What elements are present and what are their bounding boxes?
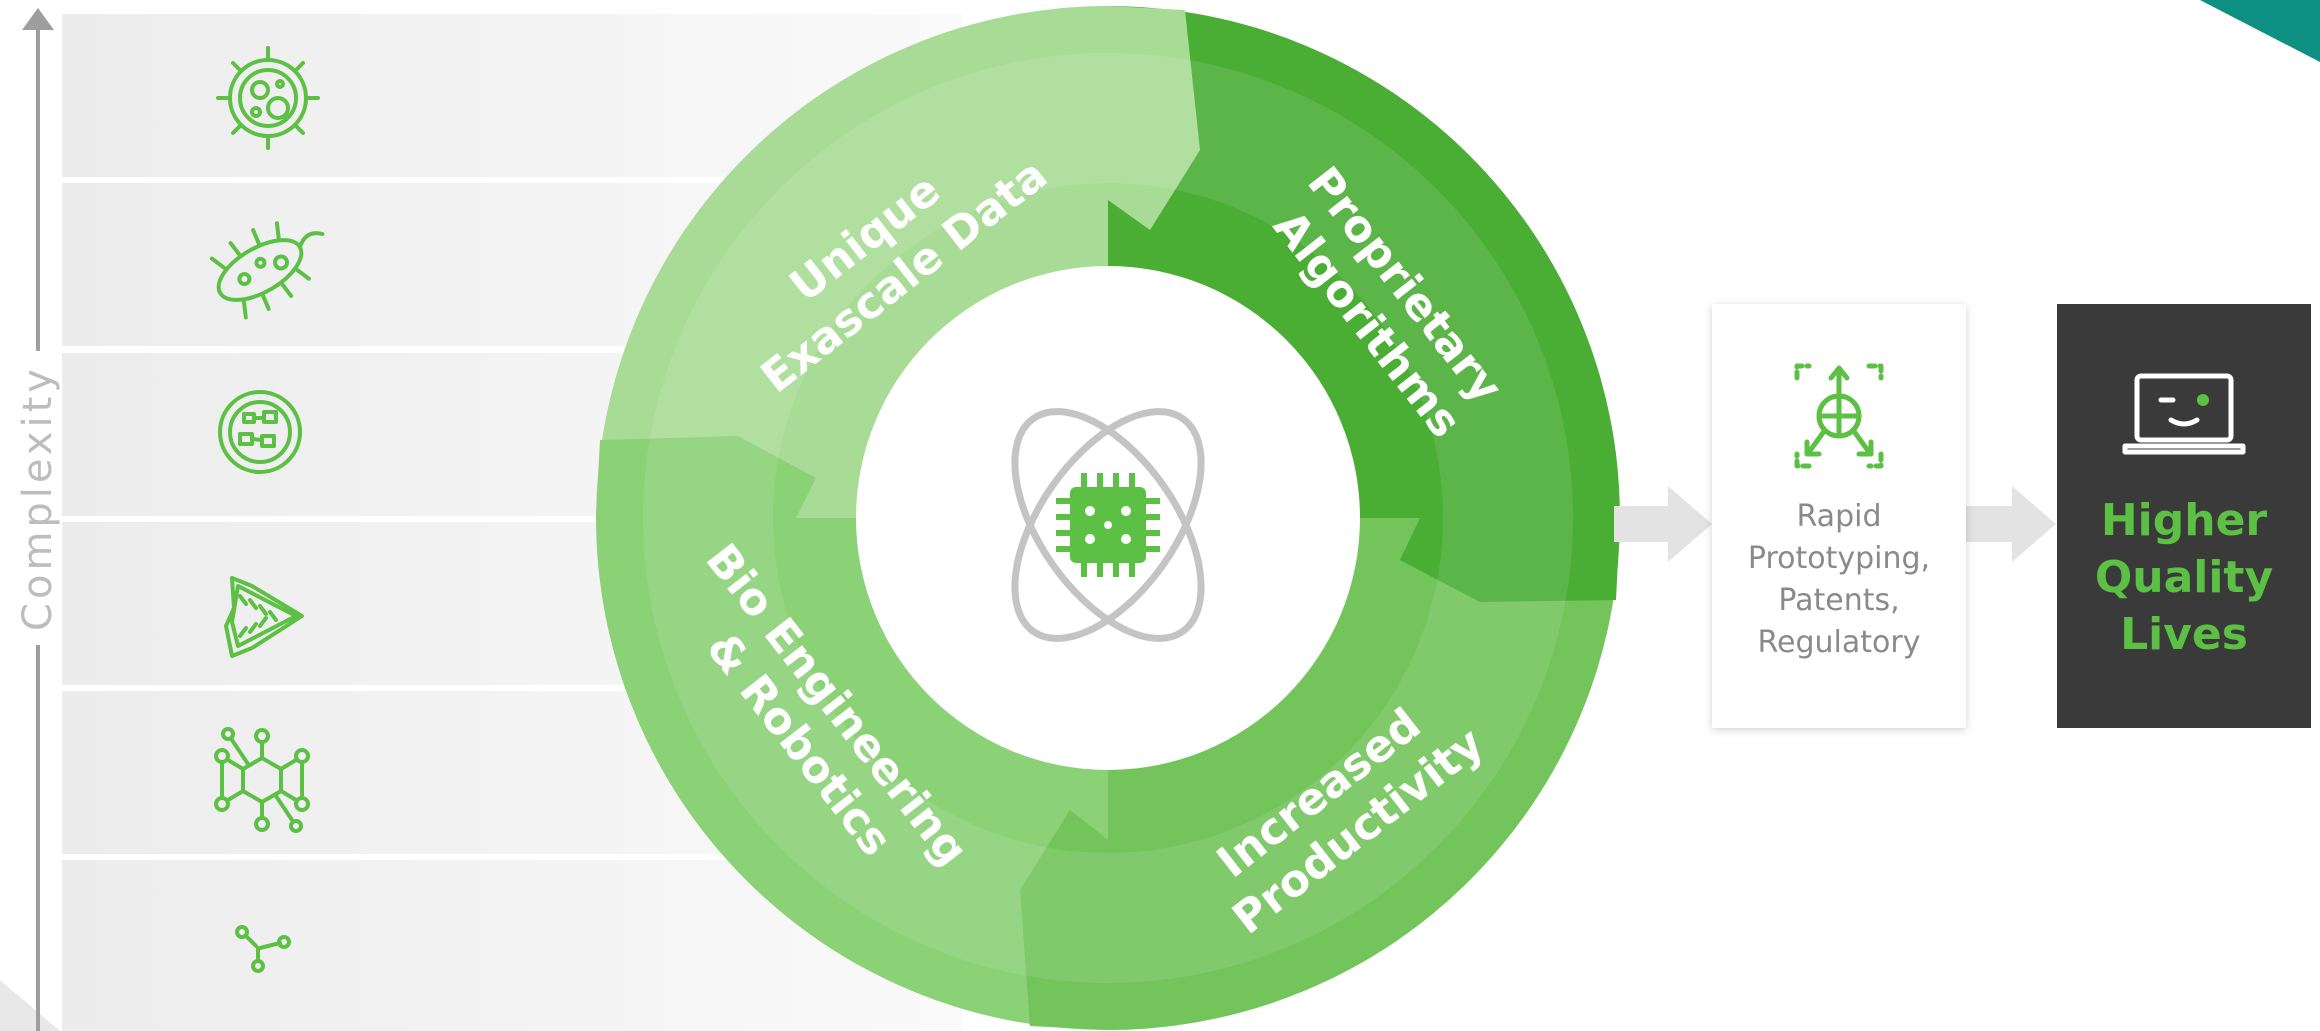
bacterium-icon (209, 221, 325, 320)
output-box-prototyping: Rapid Prototyping, Patents, Regulatory (1712, 304, 1966, 728)
atom-chip-icon (1011, 408, 1205, 642)
small-molecule-icon (235, 925, 291, 973)
protein-icon (224, 576, 304, 658)
laptop-face-icon (2122, 373, 2246, 455)
flow-arrow-to-outputs (1614, 486, 1712, 562)
output-box-prototyping-label: Rapid Prototyping, Patents, Regulatory (1747, 499, 1931, 660)
cell-icon (216, 46, 320, 150)
corner-accent-top-right (2200, 0, 2320, 62)
prototype-robot-icon (1794, 363, 1884, 469)
complexity-axis-label: Complexity (15, 351, 61, 645)
molecule-network-icon (214, 727, 310, 833)
corner-accent-bottom-left (0, 980, 60, 1031)
flow-arrow-to-final (1966, 486, 2056, 562)
output-box-quality-lives-label: Higher Quality Lives (2094, 495, 2274, 660)
organelle-icon (218, 390, 302, 474)
output-box-quality-lives: Higher Quality Lives (2057, 304, 2311, 728)
